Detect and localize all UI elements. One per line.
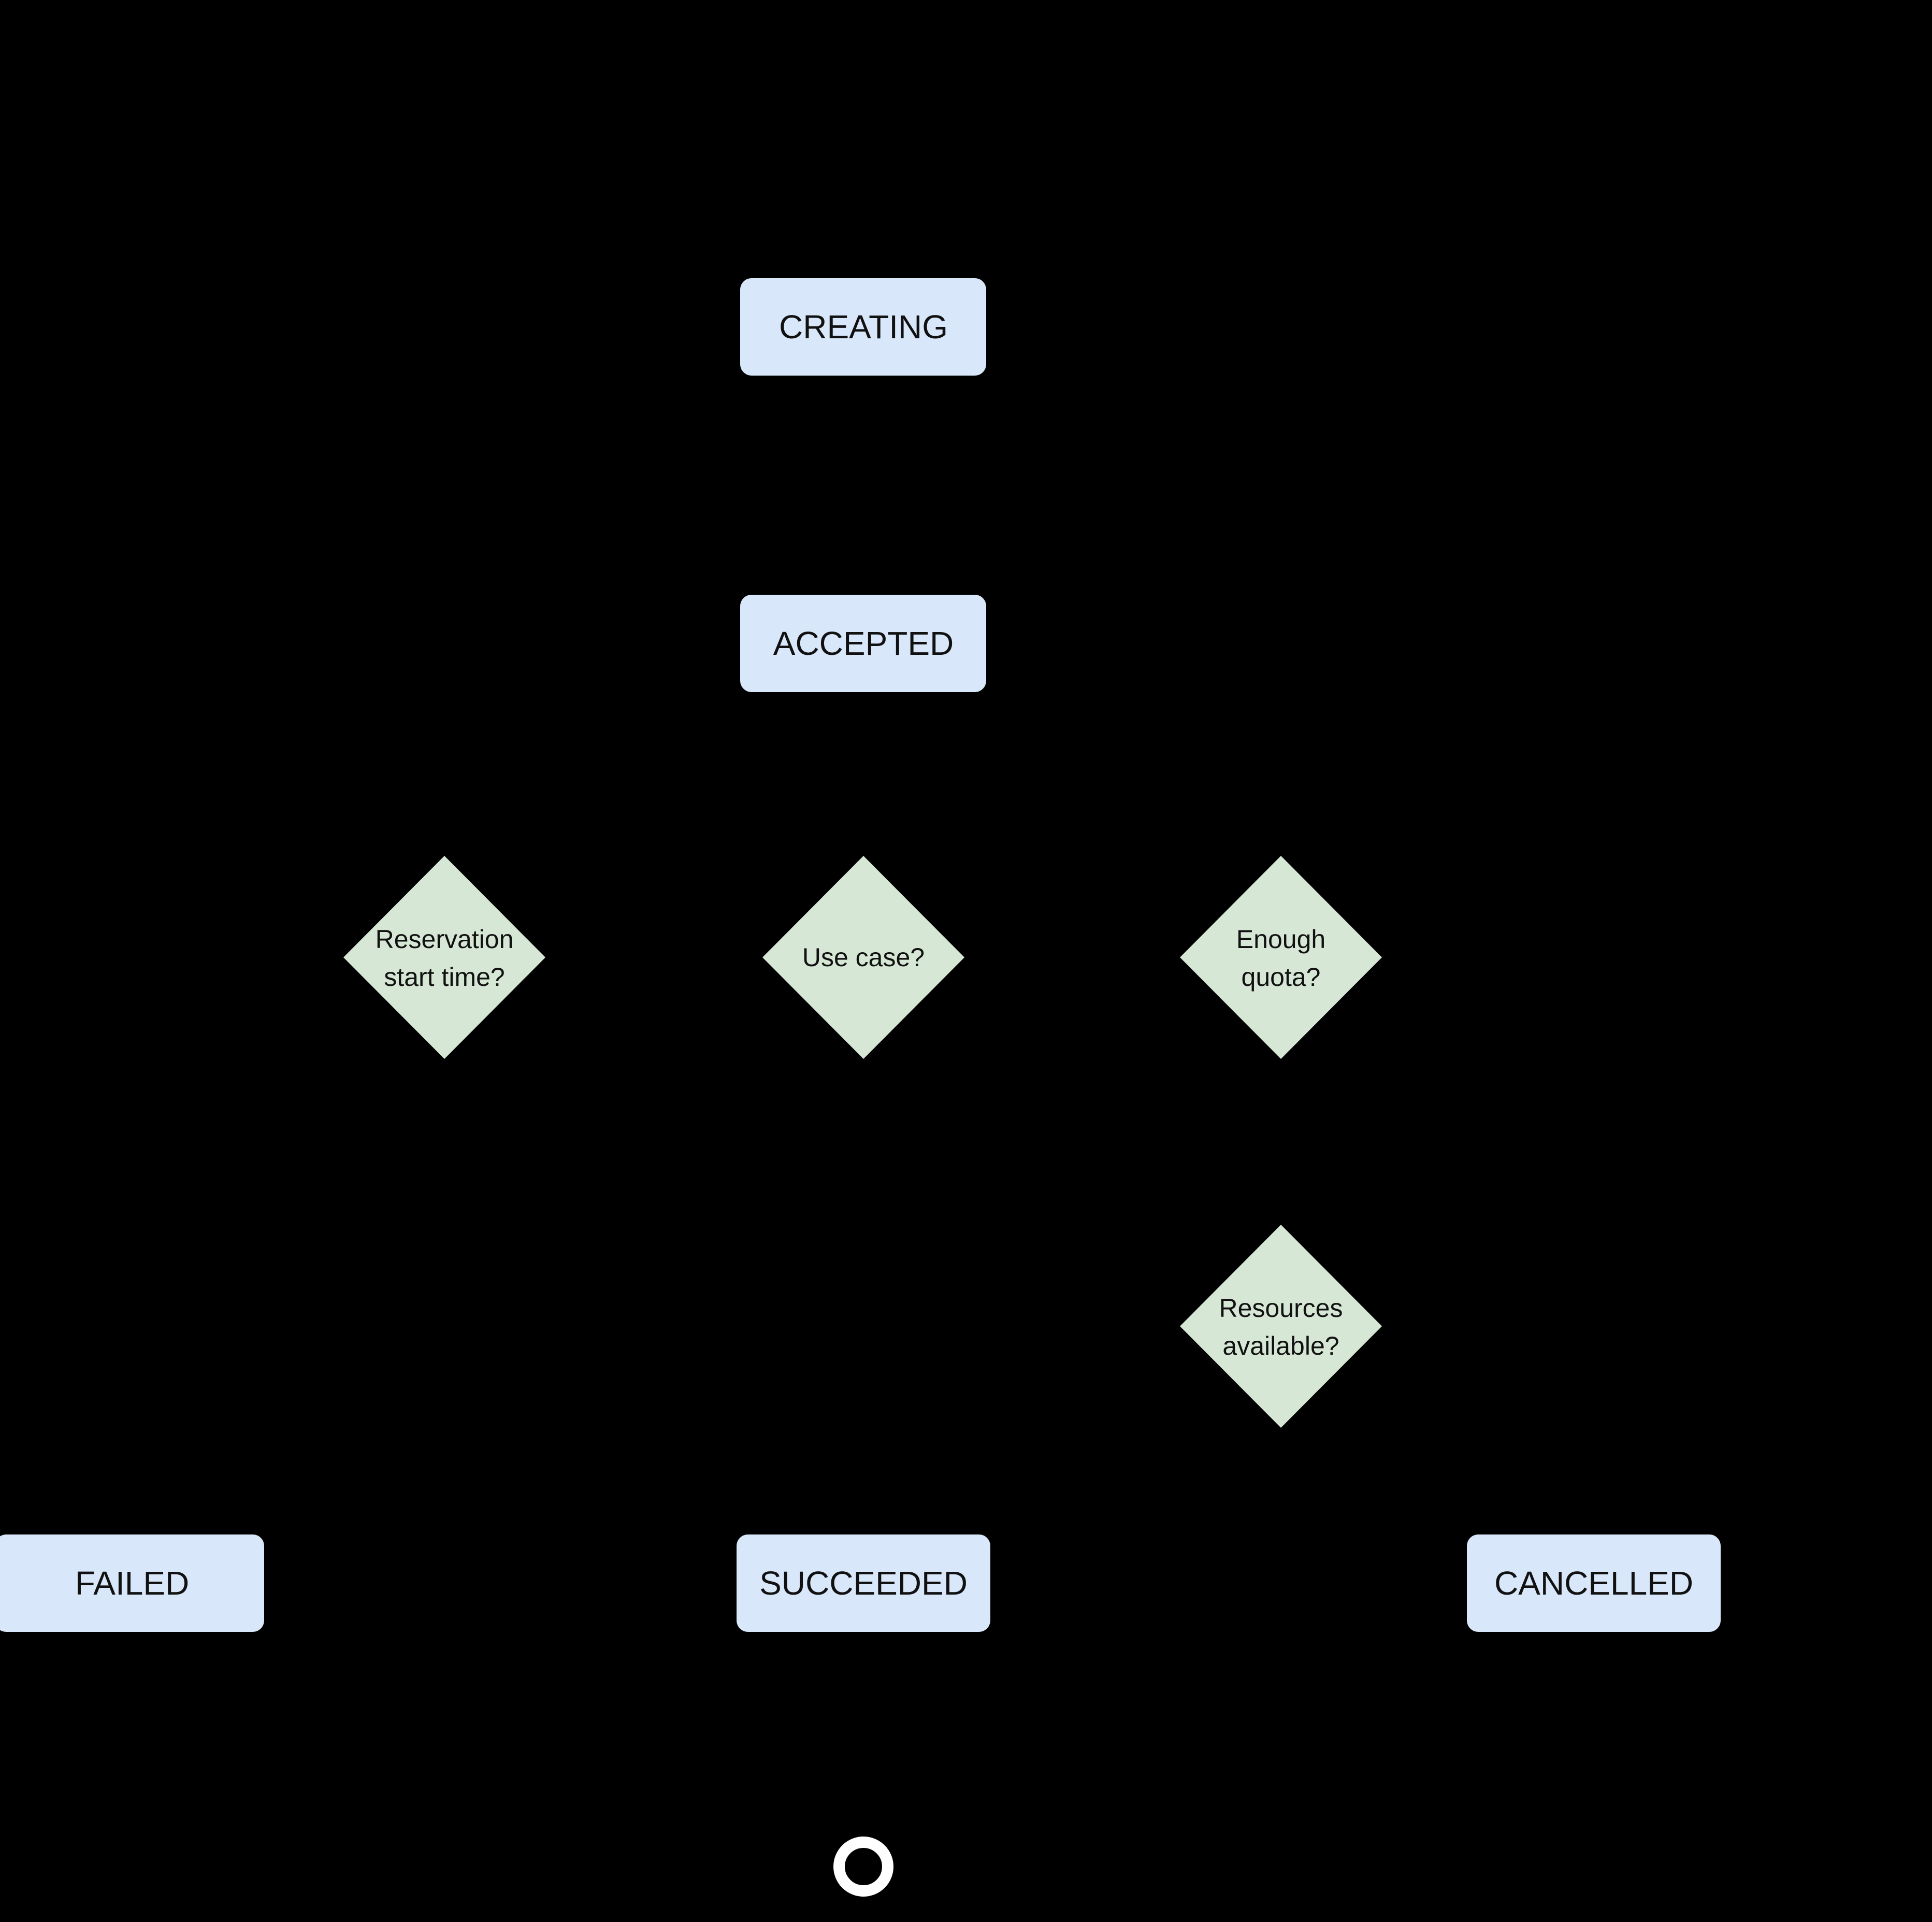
decision-diamond-use-case-shape	[762, 856, 964, 1059]
state-box-failed-shape	[0, 1534, 264, 1632]
state-box-accepted-shape	[740, 595, 986, 692]
state-node-failed[interactable]: FAILED	[0, 1534, 264, 1632]
decision-node-use-case[interactable]: Use case?	[762, 856, 964, 1059]
decision-label-reservation-start-time-line1: Reservation	[376, 925, 514, 954]
state-box-creating-shape	[740, 278, 986, 376]
state-label-accepted: ACCEPTED	[773, 625, 954, 662]
edge-group	[114, 376, 1612, 1840]
state-label-cancelled: CANCELLED	[1494, 1565, 1693, 1602]
state-box-succeeded-shape	[737, 1534, 990, 1632]
edge-resources-to-cancelled	[1279, 1428, 1612, 1534]
decision-node-reservation-start-time[interactable]: Reservation start time?	[343, 856, 545, 1059]
decision-diamond-resources-available-shape	[1180, 1225, 1382, 1428]
state-label-creating: CREATING	[779, 308, 948, 346]
decision-diamond-enough-quota-shape	[1180, 856, 1382, 1059]
decision-node-resources-available[interactable]: Resources available?	[1180, 1225, 1382, 1428]
decision-label-reservation-start-time-line2: start time?	[384, 963, 504, 992]
edge-reservation-start-to-failed	[114, 1059, 446, 1534]
state-node-cancelled[interactable]: CANCELLED	[1467, 1534, 1721, 1632]
state-box-cancelled-shape	[1467, 1534, 1721, 1632]
state-node-succeeded[interactable]: SUCCEEDED	[737, 1534, 990, 1632]
end-node	[833, 1837, 893, 1897]
decision-diamond-reservation-start-time-shape	[343, 856, 545, 1059]
decision-label-use-case-line1: Use case?	[802, 943, 925, 972]
decision-label-enough-quota-line2: quota?	[1242, 963, 1321, 992]
end-node-ring	[833, 1837, 893, 1897]
decision-label-resources-available-line2: available?	[1222, 1331, 1339, 1360]
decision-label-enough-quota-line1: Enough	[1236, 925, 1325, 954]
state-label-failed: FAILED	[75, 1565, 190, 1602]
decision-node-enough-quota[interactable]: Enough quota?	[1180, 856, 1382, 1059]
state-label-succeeded: SUCCEEDED	[759, 1565, 968, 1602]
state-node-accepted[interactable]: ACCEPTED	[740, 595, 986, 692]
decision-label-resources-available-line1: Resources	[1219, 1294, 1343, 1323]
state-node-creating[interactable]: CREATING	[740, 278, 986, 376]
